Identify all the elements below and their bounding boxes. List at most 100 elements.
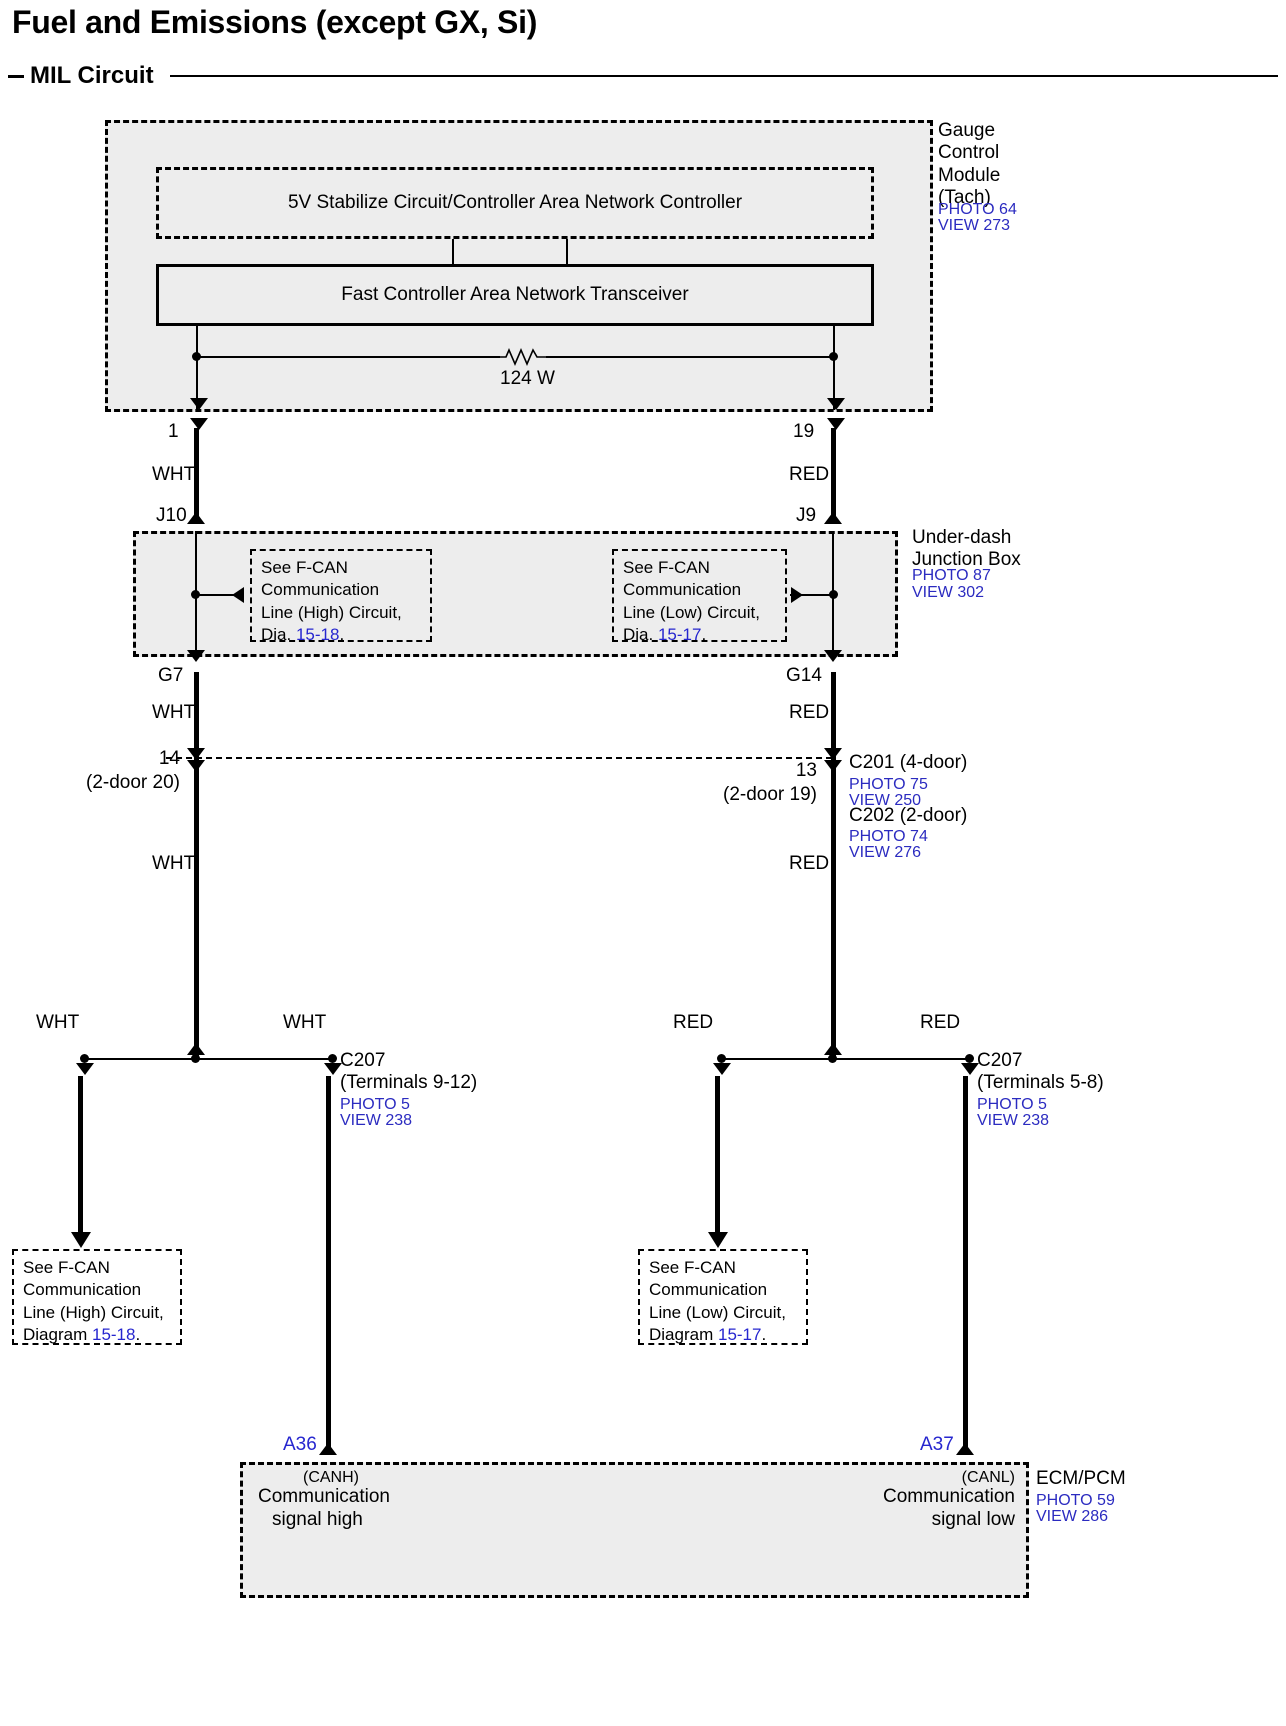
c207-left-dot-a: [80, 1054, 89, 1063]
ecm-left-signal-code: (CANH): [303, 1469, 359, 1486]
gauge-module-label-line-0: Gauge: [938, 120, 996, 141]
ref-high-jb-line2: Communication: [261, 580, 380, 600]
pin1-tip-icon: [190, 418, 208, 430]
c207-right-dot-b: [828, 1054, 837, 1063]
wire-red-c201-to-c207: [831, 768, 836, 1058]
module-bus-left-vertical: [196, 326, 198, 410]
ref-low-jb-dia-link[interactable]: 15-17: [657, 625, 702, 645]
terminal-g7-label: G7: [158, 665, 184, 686]
jb-dot-left: [191, 590, 200, 599]
ecm-pcm-name: ECM/PCM: [1036, 1468, 1126, 1489]
ref-low-bottom-line3: Line (Low) Circuit,: [649, 1302, 786, 1322]
junction-box-label-line-0: Under-dash: [912, 527, 1012, 548]
ref-fcan-high-junction: See F-CAN Communication Line (High) Circ…: [250, 549, 432, 644]
wire-color-wht-3: WHT: [152, 853, 196, 874]
c207-left-terminals: (Terminals 9-12): [340, 1072, 478, 1093]
ecm-right-signal-line1: Communication: [883, 1486, 1015, 1507]
c201-left-arrow2-icon: [187, 760, 205, 772]
header-rule: [169, 75, 1278, 77]
jb-arrow-left-icon: [232, 587, 244, 603]
ref-high-jb-dia-suffix: .: [339, 625, 345, 645]
c207-right-view: VIEW 238: [977, 1112, 1050, 1129]
ref-high-jb-line4: Dia. 15-18.: [261, 624, 422, 646]
ref-low-bottom-line2: Communication: [649, 1280, 768, 1300]
ref-low-bottom-link[interactable]: 15-17: [717, 1325, 762, 1345]
stabilize-circuit-block: 5V Stabilize Circuit/Controller Area Net…: [156, 167, 874, 239]
ref-low-jb-line2: Communication: [623, 580, 742, 600]
ref-high-jb-dia-link[interactable]: 15-18: [295, 625, 340, 645]
wire-color-red-1: RED: [789, 464, 830, 485]
ref-high-bottom-line2: Communication: [23, 1280, 142, 1300]
gauge-module-view: VIEW 273: [938, 217, 1011, 234]
c207-right-photo: PHOTO 5: [977, 1096, 1047, 1113]
c201-right-arrow-icon: [824, 748, 842, 760]
junction-box-view: VIEW 302: [912, 584, 985, 601]
ref-high-bottom-line1: See F-CAN: [23, 1258, 110, 1277]
ref-high-bottom-suffix: .: [135, 1325, 141, 1345]
c201-pin-right-alt: (2-door 19): [723, 784, 817, 805]
wire-wht-c207-branch-left: [78, 1076, 83, 1239]
page-title: Fuel and Emissions (except GX, Si): [12, 4, 538, 40]
wire-wht-g7-to-c201: [194, 672, 199, 760]
wire-red-c207-branch-left: [715, 1076, 720, 1239]
ref-high-bottom-link[interactable]: 15-18: [91, 1325, 136, 1345]
resistor-value-label: 124 W: [500, 368, 555, 390]
ref-low-jb-line3: Line (Low) Circuit,: [623, 602, 760, 622]
c207-right-center-arrow-icon: [824, 1043, 842, 1055]
fcan-transceiver-label: Fast Controller Area Network Transceiver: [341, 284, 689, 305]
g7-exit-arrow-icon: [187, 650, 205, 662]
module-pin1-arrow-icon: [190, 398, 208, 410]
ecm-a37-arrow-icon: [956, 1443, 974, 1455]
c207-left-branch1-arrow-icon: [76, 1063, 94, 1075]
dash-mark-icon: [8, 74, 24, 78]
ecm-pin-a37-label: A37: [920, 1434, 954, 1455]
ref-fcan-low-junction: See F-CAN Communication Line (Low) Circu…: [612, 549, 787, 645]
c207-right-branch1-arrow-icon: [713, 1063, 731, 1075]
wire-red-g14-to-c201: [831, 672, 836, 760]
ref-low-jb-dia-prefix: Dia.: [623, 625, 654, 645]
jb-branch-right: [790, 594, 834, 596]
module-pin-left-number: 1: [168, 421, 179, 442]
ecm-right-signal-line2: signal low: [931, 1509, 1015, 1530]
module-pin-right-number: 19: [793, 421, 815, 442]
wire-color-red-5: RED: [920, 1012, 961, 1033]
internal-link-right: [566, 239, 568, 264]
bus-junction-dot-left: [192, 352, 201, 361]
ecm-pcm-photo: PHOTO 59: [1036, 1492, 1115, 1509]
ref-high-bottom-prefix: Diagram: [23, 1325, 88, 1345]
ecm-a36-arrow-icon: [319, 1443, 337, 1455]
c207-left-center-arrow-icon: [187, 1043, 205, 1055]
wire-red-c207-branch-right: [963, 1076, 968, 1455]
ecm-left-signal-line1: Communication: [258, 1486, 390, 1507]
c207-left-photo: PHOTO 5: [340, 1096, 410, 1113]
ref-high-bottom-line4: Diagram 15-18.: [23, 1324, 172, 1346]
c207-left-branch2-arrow-icon: [324, 1063, 342, 1075]
wire-color-wht-1: WHT: [152, 464, 196, 485]
fcan-high-terminator-icon: [71, 1232, 91, 1248]
resistor-value-text: 124 W: [500, 368, 555, 389]
terminal-j9-label: J9: [796, 505, 817, 526]
gauge-module-label-line-3: (Tach): [938, 187, 991, 209]
c207-left-view: VIEW 238: [340, 1112, 413, 1129]
c201-4door-photo: PHOTO 75: [849, 776, 928, 793]
module-bus-right-vertical: [833, 326, 835, 410]
c201-4door-view: VIEW 250: [849, 792, 922, 809]
pin19-tip-icon: [827, 418, 845, 430]
c201-connector-separator: [166, 757, 832, 759]
c201-pin-right-number: 13: [795, 760, 817, 781]
resistor-symbol-icon: [500, 346, 546, 368]
junction-box-label: Under-dash Junction Box: [912, 527, 1021, 572]
ecm-pcm-view: VIEW 286: [1036, 1508, 1109, 1525]
wire-color-red-2: RED: [789, 702, 830, 723]
ref-low-jb-line1: See F-CAN: [623, 558, 710, 577]
wire-color-red-4: RED: [673, 1012, 714, 1033]
wire-color-wht-2: WHT: [152, 702, 196, 723]
under-dash-junction-box: [133, 531, 898, 657]
c201-pin-left-alt: (2-door 20): [86, 772, 180, 793]
wire-red-module-to-j9: [831, 428, 836, 520]
c202-2door-name: C202 (2-door): [849, 805, 968, 826]
ecm-pin-a36-label: A36: [283, 1434, 317, 1455]
bus-junction-dot-right: [829, 352, 838, 361]
stabilize-circuit-label: 5V Stabilize Circuit/Controller Area Net…: [287, 192, 743, 213]
jb-arrow-right-icon: [791, 587, 803, 603]
